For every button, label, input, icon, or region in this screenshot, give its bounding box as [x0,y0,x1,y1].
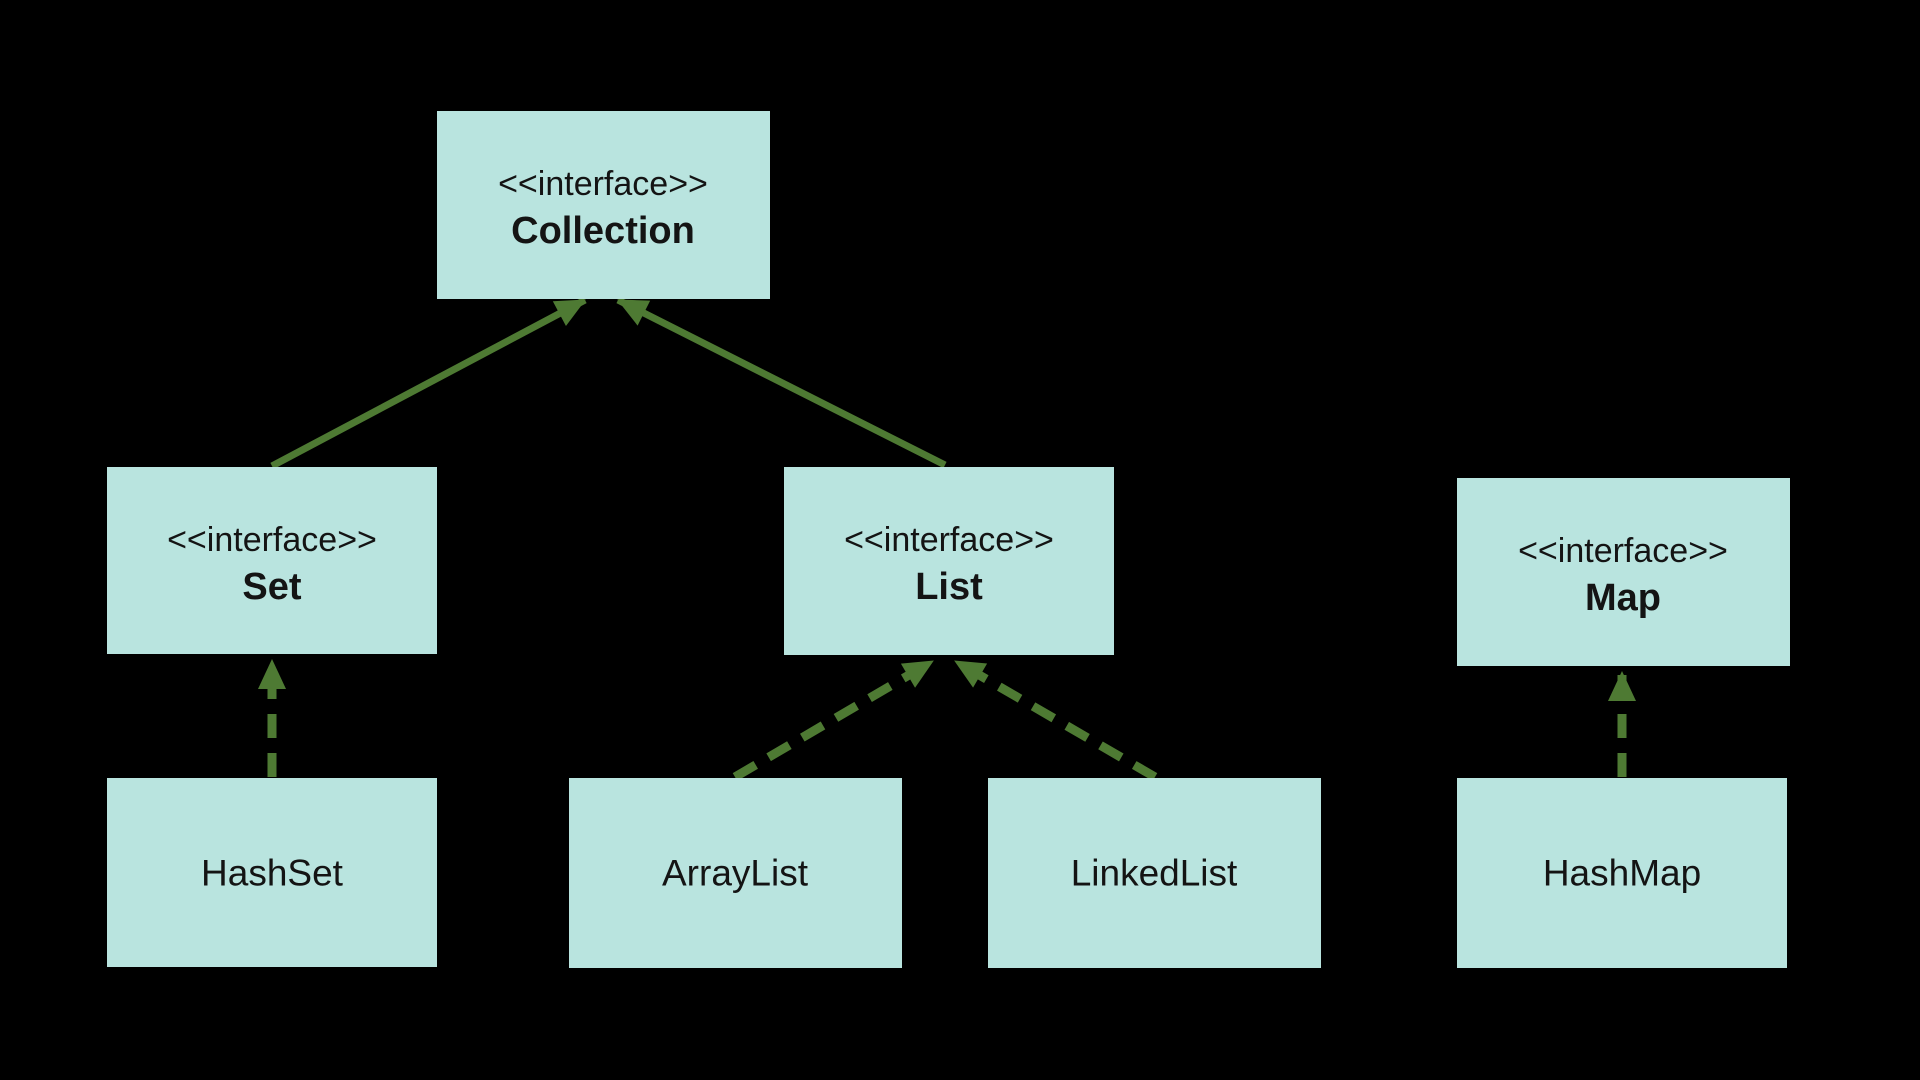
edge-linkedlist-to-list [952,657,1158,781]
node-arraylist-box [569,778,902,968]
node-map: <<interface>> Map [1457,478,1790,666]
node-list-box [784,467,1114,655]
node-set: <<interface>> Set [107,467,437,654]
node-collection-stereotype: <<interface>> [498,165,708,203]
edge-set-to-collection [270,296,587,470]
node-list: <<interface>> List [784,467,1114,655]
node-hashset-box [107,778,437,967]
node-map-stereotype: <<interface>> [1518,532,1728,570]
node-collection-name: Collection [511,210,695,252]
edge-arraylist-to-list [732,657,936,781]
node-collection: <<interface>> Collection [437,111,770,299]
node-hashmap-box [1457,778,1787,968]
node-hashmap-name: HashMap [1543,853,1701,894]
edge-list-to-collection [616,296,947,469]
node-list-stereotype: <<interface>> [844,521,1054,559]
node-hashmap: HashMap [1457,778,1787,968]
node-linkedlist: LinkedList [988,778,1321,968]
node-set-box [107,467,437,654]
node-map-box [1457,478,1790,666]
node-linkedlist-name: LinkedList [1071,853,1238,894]
node-set-name: Set [242,566,301,608]
edge-layer [258,296,1636,781]
node-linkedlist-box [988,778,1321,968]
node-map-name: Map [1585,577,1661,619]
node-hashset: HashSet [107,778,437,967]
node-arraylist: ArrayList [569,778,902,968]
node-list-name: List [915,566,983,608]
node-collection-box [437,111,770,299]
node-layer: <<interface>> Collection <<interface>> S… [107,111,1790,968]
node-arraylist-name: ArrayList [662,853,809,894]
node-hashset-name: HashSet [201,853,344,894]
node-set-stereotype: <<interface>> [167,521,377,559]
